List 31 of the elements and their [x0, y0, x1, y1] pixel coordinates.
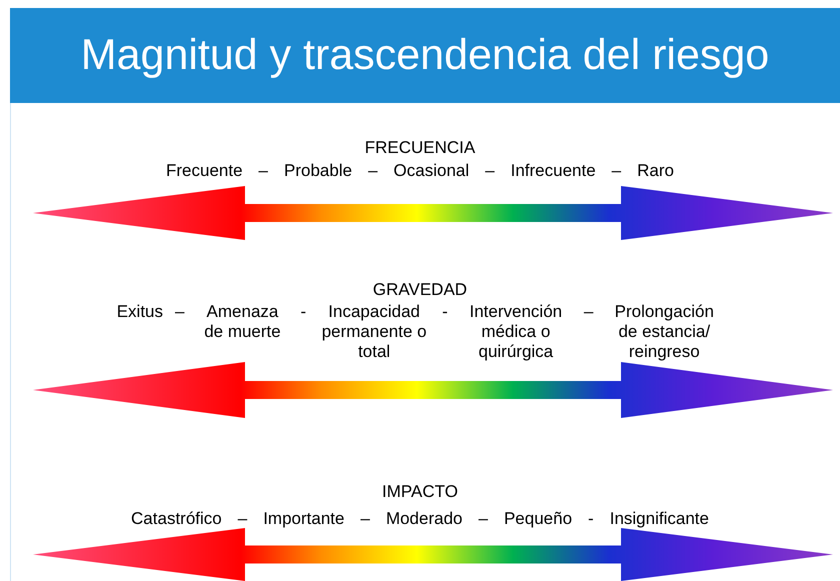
section-heading: GRAVEDAD	[372, 280, 468, 300]
separator-dash: -	[588, 509, 594, 529]
scale-level: Exitus	[116, 302, 163, 322]
separator-dash: –	[175, 302, 184, 322]
scale-level: Probable	[284, 161, 352, 181]
scale-level: Importante	[263, 509, 344, 529]
scale-level: Raro	[637, 161, 674, 181]
scale-level: Intervención médica o quirúrgica	[468, 302, 564, 362]
separator-dash: –	[478, 509, 488, 529]
separator-dash: –	[238, 509, 248, 529]
scale-level: Amenaza de muerte	[203, 302, 282, 342]
title: Magnitud y trascendencia del riesgo	[80, 34, 770, 77]
scale-level: Infrecuente	[510, 161, 596, 181]
scale-level: Prolongación de estancia/ reingreso	[614, 302, 715, 362]
section-heading: FRECUENCIA	[364, 138, 476, 158]
separator-dash: -	[300, 302, 306, 322]
section-heading: IMPACTO	[382, 482, 458, 502]
separator-dash: -	[442, 302, 448, 322]
scale-level: Incapacidad permanente o total	[320, 302, 428, 362]
scale-level: Catastrófico	[131, 509, 222, 529]
scale-level: Frecuente	[166, 161, 243, 181]
separator-dash: –	[258, 161, 268, 181]
scale-level: Ocasional	[394, 161, 470, 181]
separator-dash: –	[584, 302, 594, 322]
scale-level: Pequeño	[504, 509, 572, 529]
separator-dash: –	[612, 161, 622, 181]
separator-dash: –	[485, 161, 495, 181]
scale-level: Insignificante	[610, 509, 709, 529]
separator-dash: –	[360, 509, 370, 529]
separator-dash: –	[368, 161, 378, 181]
scale-level: Moderado	[386, 509, 462, 529]
